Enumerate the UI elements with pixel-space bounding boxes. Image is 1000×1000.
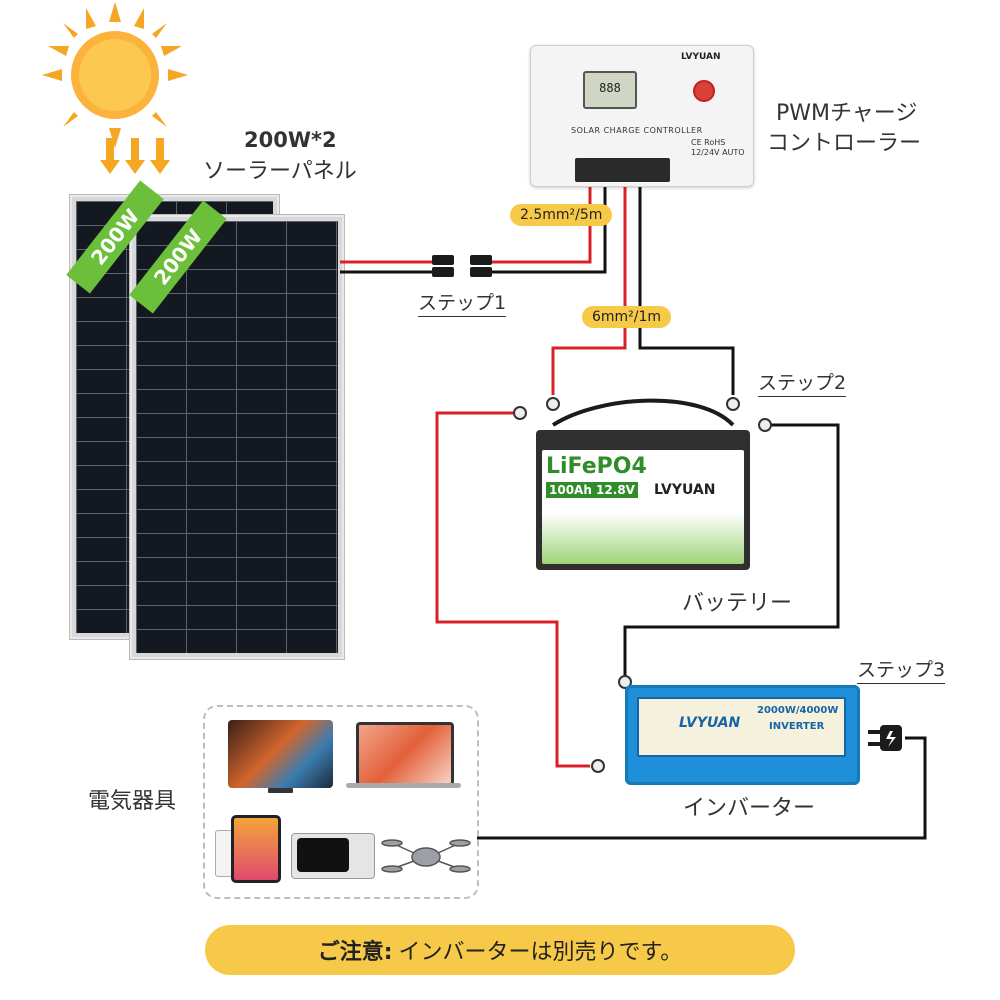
inverter: LVYUAN 2000W/4000W INVERTER	[625, 685, 860, 785]
controller-label-line2: コントローラー	[767, 131, 922, 156]
step2-label: ステップ2	[758, 368, 847, 397]
controller-button	[693, 80, 715, 102]
battery-chemistry: LiFePO4	[546, 454, 647, 479]
panels-subtitle: ソーラーパネル	[203, 159, 357, 184]
solar-panel-front	[130, 215, 344, 659]
step1-label: ステップ1	[418, 288, 507, 317]
battery-brand: LVYUAN	[654, 482, 716, 498]
notice-text: インバーターは別売りです。	[398, 940, 683, 965]
tv-stand-icon	[268, 788, 293, 793]
laptop-icon	[356, 722, 454, 786]
notice-banner: ご注意: インバーターは別売りです。	[205, 925, 795, 975]
appliances-label: 電気器具	[88, 789, 177, 814]
panels-title: 200W*2	[244, 128, 337, 152]
controller-terminal	[575, 158, 670, 182]
battery-cable-spec: 6mm²/1m	[582, 306, 672, 328]
inverter-label: インバーター	[683, 796, 816, 821]
controller-device-title: SOLAR CHARGE CONTROLLER	[571, 126, 703, 135]
drone-icon	[381, 839, 471, 873]
sun-icon	[42, 2, 188, 148]
charge-controller: 888 LVYUAN SOLAR CHARGE CONTROLLER CE Ro…	[530, 45, 754, 187]
appliances-box	[203, 705, 479, 899]
microwave-window-icon	[297, 838, 349, 872]
controller-label-line1: PWMチャージ	[776, 101, 918, 126]
notice-bold: ご注意:	[317, 940, 393, 965]
pv-cable-spec: 2.5mm²/5m	[510, 204, 613, 226]
tv-icon	[228, 720, 333, 788]
inverter-rating: 2000W/4000W	[757, 705, 839, 716]
sunlight-arrows-icon	[100, 138, 170, 174]
inverter-brand: LVYUAN	[679, 715, 741, 731]
battery: LiFePO4 100Ah 12.8V LVYUAN	[536, 430, 750, 570]
step3-label: ステップ3	[857, 655, 946, 684]
inverter-type: INVERTER	[769, 721, 825, 732]
controller-display: 888	[583, 71, 637, 109]
battery-capacity: 100Ah 12.8V	[546, 482, 638, 498]
battery-label: バッテリー	[682, 591, 793, 616]
controller-brand: LVYUAN	[681, 52, 721, 62]
laptop-base-icon	[346, 783, 461, 788]
tablet-icon	[231, 815, 281, 883]
controller-cert: CE RoHS 12/24V AUTO	[691, 138, 745, 157]
